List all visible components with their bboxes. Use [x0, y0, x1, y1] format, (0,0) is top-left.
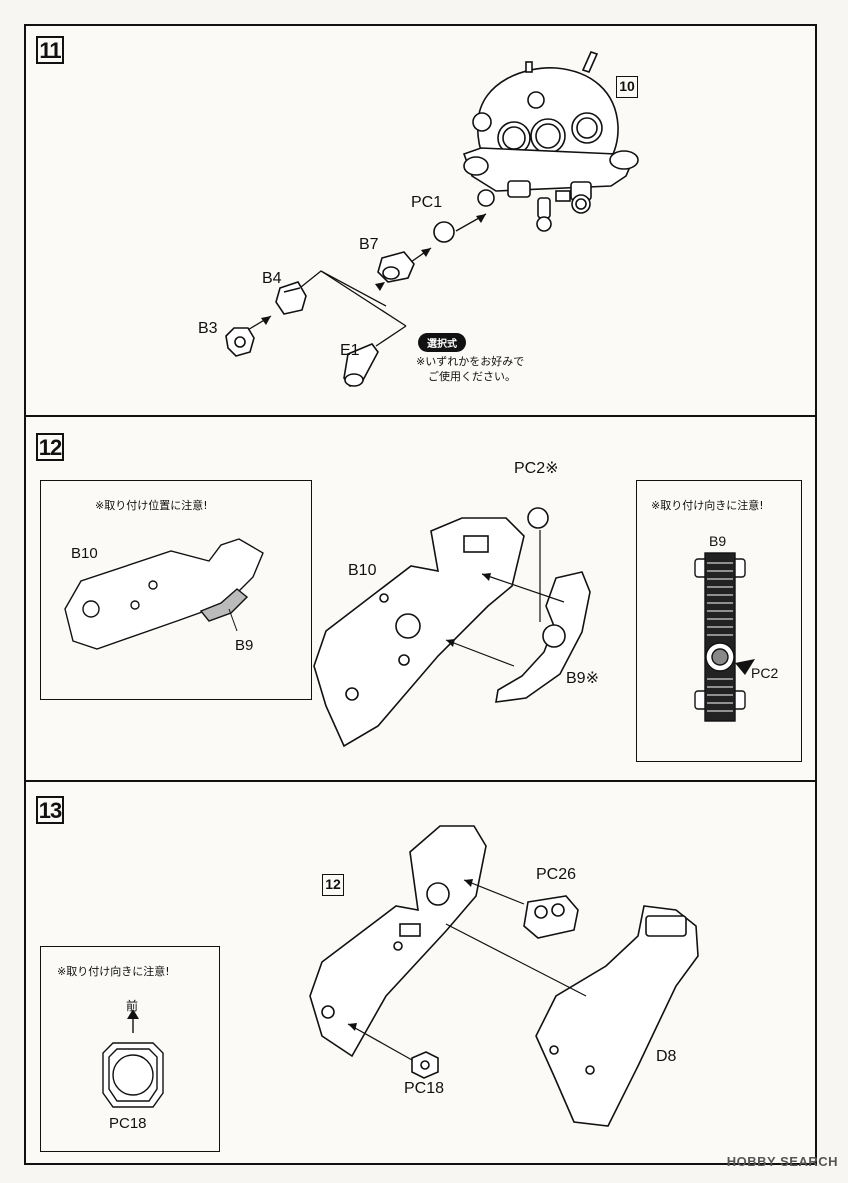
watermark: HOBBY SEARCH: [726, 1154, 838, 1169]
part-label-b7: B7: [359, 236, 379, 253]
step-number: 13: [36, 796, 64, 824]
reference-step-box: 12: [322, 874, 344, 896]
part-label-pc2: PC2: [751, 665, 779, 681]
part-label-b9: B9: [235, 637, 254, 654]
part-label-pc2: PC2※: [514, 460, 559, 477]
reference-step-box: 10: [616, 76, 638, 98]
step-divider: [26, 780, 815, 782]
detail-box-orientation: ※取り付け向きに注意! B9 PC2: [636, 480, 802, 762]
step-number: 11: [36, 36, 64, 64]
detail-box-orientation: ※取り付け向きに注意! 前 PC18: [40, 946, 220, 1152]
instruction-sheet: 11: [24, 24, 817, 1165]
step-divider: [26, 415, 815, 417]
part-label-d8: D8: [656, 1048, 677, 1065]
detail-box-position: ※取り付け位置に注意! B10 B9: [40, 480, 312, 700]
option-note-line-1: ※いずれかをお好みで: [416, 355, 525, 368]
part-label-b3: B3: [198, 320, 218, 337]
step-12-illustration: [313, 507, 591, 748]
step-11-illustration: [225, 51, 639, 387]
detail-illustration: [102, 1009, 164, 1108]
part-label-pc18: PC18: [404, 1080, 445, 1097]
part-label-e1: E1: [340, 342, 360, 359]
detail-illustration: [64, 538, 264, 650]
detail-note: ※取り付け位置に注意!: [95, 499, 208, 512]
front-marker: 前: [126, 999, 139, 1013]
part-label-b9: B9: [709, 533, 727, 549]
detail-note: ※取り付け向きに注意!: [57, 965, 170, 978]
part-label-b10: B10: [71, 545, 98, 562]
part-label-pc1: PC1: [411, 194, 443, 211]
detail-illustration: [694, 552, 755, 722]
step-number: 12: [36, 433, 64, 461]
part-label-b10: B10: [348, 562, 377, 579]
part-label-b9: B9※: [566, 670, 599, 687]
part-label-pc18: PC18: [109, 1115, 147, 1132]
option-badge: 選択式: [418, 333, 466, 352]
part-label-b4: B4: [262, 270, 282, 287]
option-note-line-2: ご使用ください。: [428, 370, 516, 383]
step-13-illustration: [309, 825, 699, 1127]
part-label-pc26: PC26: [536, 866, 577, 883]
detail-note: ※取り付け向きに注意!: [651, 499, 764, 512]
